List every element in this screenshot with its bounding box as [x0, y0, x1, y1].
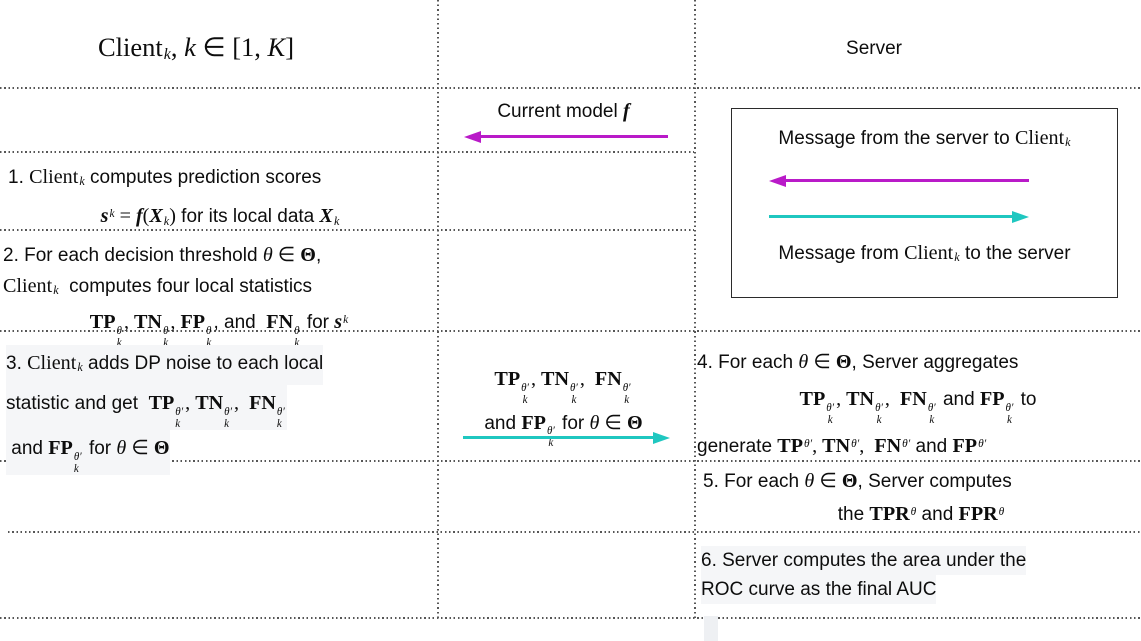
row-divider-header — [0, 87, 1141, 89]
step-4-line-1: 4. For each θ ∈ Θ, Server aggregates — [697, 351, 1019, 373]
step-1-client: 1. Clientk computes prediction scores sk… — [8, 161, 432, 238]
row-divider-step4 — [0, 460, 1141, 462]
step-3-client: 3. Clientk adds DP noise to each local s… — [6, 345, 432, 475]
step-3-line-1: 3. Clientk adds DP noise to each local — [6, 345, 324, 386]
arrow-shaft — [769, 214, 1012, 219]
legend-client-to-server-label: Message from Clientk to the server — [778, 242, 1071, 265]
server-header-label: Server — [846, 38, 902, 59]
current-model-arrow — [464, 130, 668, 143]
client-header-label: Clientk, k ∈ [1, K] — [97, 32, 295, 64]
client-stats-arrow — [463, 431, 670, 444]
step-4-line-3: generate TPθ′, TNθ′, FNθ′ and FPθ′ — [697, 434, 987, 457]
arrow-head-icon — [653, 431, 670, 444]
legend-server-to-client-label: Message from the server to Clientk — [778, 127, 1071, 150]
step-2-line-1: 2. For each decision threshold θ ∈ Θ, — [3, 244, 322, 266]
row-divider-step2 — [0, 330, 1141, 332]
row-divider-step1 — [0, 229, 694, 231]
legend-box: Message from the server to Clientk Messa… — [731, 108, 1118, 298]
step-1-line-2: sk = f(Xk) for its local data Xk — [100, 205, 340, 228]
step-5-line-1: 5. For each θ ∈ Θ, Server computes — [703, 470, 1012, 492]
row-divider-bottom — [0, 617, 1141, 619]
step-5-server: 5. For each θ ∈ Θ, Server computes the T… — [703, 466, 1139, 530]
current-model-message: Current model f — [437, 100, 690, 123]
render-artifact — [704, 616, 718, 641]
client-column-header: Clientk, k ∈ [1, K] — [0, 30, 392, 72]
server-column-header: Server — [694, 38, 1054, 60]
legend-client-to-server-arrow — [769, 210, 1029, 223]
legend-server-to-client-arrow — [769, 174, 1029, 187]
current-model-label: Current model f — [497, 100, 630, 122]
arrow-head-icon — [769, 174, 786, 187]
step-1-line-1: 1. Clientk computes prediction scores — [8, 166, 322, 189]
step-6-line-2: ROC curve as the final AUC — [701, 575, 937, 604]
step-2-line-2: Clientk computes four local statistics — [3, 275, 313, 298]
arrow-shaft — [463, 435, 653, 440]
server-lane-divider — [694, 0, 696, 618]
step-6-server: 6. Server computes the area under the RO… — [701, 546, 1137, 604]
step-5-line-2: the TPRθ and FPRθ — [837, 503, 1005, 526]
client-lane-divider — [437, 0, 439, 618]
step-2-client: 2. For each decision threshold θ ∈ Θ, Cl… — [3, 240, 435, 349]
row-divider-step5 — [8, 531, 1141, 533]
step-6-line-1: 6. Server computes the area under the — [701, 546, 1027, 575]
row-divider-current-model — [0, 151, 694, 153]
arrow-shaft — [786, 178, 1029, 183]
arrow-head-icon — [464, 130, 481, 143]
arrow-head-icon — [1012, 210, 1029, 223]
arrow-shaft — [481, 134, 668, 139]
